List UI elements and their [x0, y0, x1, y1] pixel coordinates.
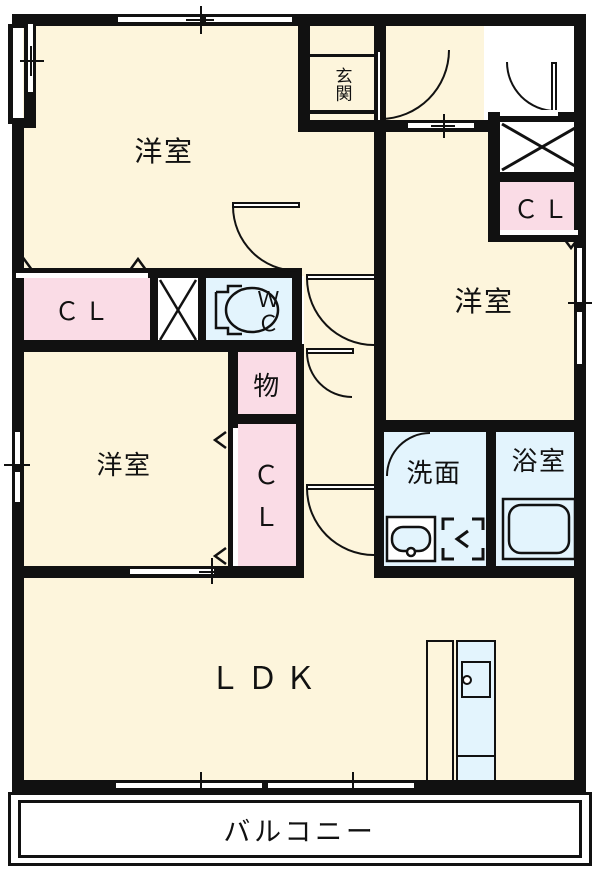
meter-box-right-cross [501, 122, 583, 172]
toilet-bowl-icon [214, 284, 280, 336]
wall-mb-left-a [150, 268, 158, 346]
wall-mb-left-b [198, 268, 206, 346]
bedroom-right-tick [568, 302, 592, 304]
balcony-inner [11, 795, 589, 863]
ldk-slider-2 [268, 783, 414, 788]
bedroom-bl-ldk-door [130, 569, 214, 574]
wc-door-leaf [306, 274, 376, 280]
bay-window-outer [8, 24, 13, 124]
wall-left-bay-bottom [12, 118, 36, 128]
wall-washroom-left [374, 420, 384, 578]
ldk-slider-tick-2 [352, 772, 354, 798]
closet-left-door-line [16, 273, 148, 278]
wall-mb-right-mid [488, 172, 586, 182]
closet-top-right-arrow [561, 235, 581, 251]
storage-door-leaf [306, 348, 354, 354]
wall-outer-right [574, 14, 586, 792]
meter-box-right-door-sill [500, 110, 558, 116]
wall-bedroom-right-left [374, 124, 386, 430]
wall-mb-right-bottom [488, 232, 586, 242]
shoe-cabinet-line [310, 54, 374, 57]
washing-machine-space-icon [441, 517, 485, 561]
balcony-rail-bottom [18, 855, 582, 858]
closet-left-arrow-2 [128, 256, 148, 271]
closet-center-fill [236, 424, 298, 572]
storage-fill [236, 350, 298, 418]
entrance-door-leaf [376, 50, 382, 122]
ldk-hall-door-leaf [306, 484, 376, 490]
window-bedroom-right-east [577, 248, 582, 304]
bay-window-glass [13, 26, 23, 122]
hall-tick-h [431, 125, 455, 127]
wall-storage-right [296, 344, 304, 576]
window-top-bedroom-right [206, 17, 292, 22]
closet-top-right-fill [498, 180, 586, 236]
bedroom-top-left-door-leaf [232, 202, 300, 208]
bedroom-bl-tick [4, 464, 30, 466]
bathtub-icon [501, 497, 577, 561]
window-bedroom-bottom-left [15, 432, 20, 464]
balcony-rail-right [579, 800, 582, 858]
wall-storage-bottom [228, 414, 304, 424]
closet-center-door-line [233, 428, 238, 568]
window-bedroom-bottom-left-2 [15, 472, 20, 502]
window-top-tick-h [186, 19, 214, 21]
wall-mb-right-top [488, 112, 586, 122]
wall-wc-right [292, 268, 302, 352]
meter-box-left-cross [158, 279, 198, 341]
balcony-rail [18, 800, 582, 803]
meter-box-right-door-arc [506, 62, 556, 112]
window-top-bedroom-left [118, 17, 202, 22]
wash-basin-icon [385, 515, 437, 563]
ldk-fill [22, 576, 584, 792]
meter-box-right-door-leaf [551, 62, 557, 114]
closet-center-arrow-2 [212, 546, 227, 566]
closet-left-arrow-1 [14, 256, 34, 271]
wall-entrance-left [298, 14, 310, 132]
window-bedroom-right-east2 [577, 312, 582, 364]
bay-window-tick-h [20, 60, 44, 62]
wall-wetarea-top [374, 420, 586, 432]
kitchen-sink-icon [426, 640, 496, 782]
ldk-slider-1 [116, 783, 262, 788]
closet-right-door-line [500, 230, 578, 235]
wall-wetarea-bottom [374, 566, 586, 578]
closet-left-fill [12, 276, 152, 344]
closet-center-arrow-1 [212, 430, 227, 450]
ldk-slider-tick-1 [200, 772, 202, 798]
wall-outer-left-upper [12, 14, 24, 24]
wall-storage-left [228, 344, 238, 424]
bedroom-bl-ldk-tick-h [199, 571, 225, 573]
wall-bathroom-left [486, 420, 496, 578]
entrance-step-line [310, 110, 374, 114]
bay-window-frame-top [8, 24, 26, 28]
balcony-rail-left [18, 800, 21, 858]
